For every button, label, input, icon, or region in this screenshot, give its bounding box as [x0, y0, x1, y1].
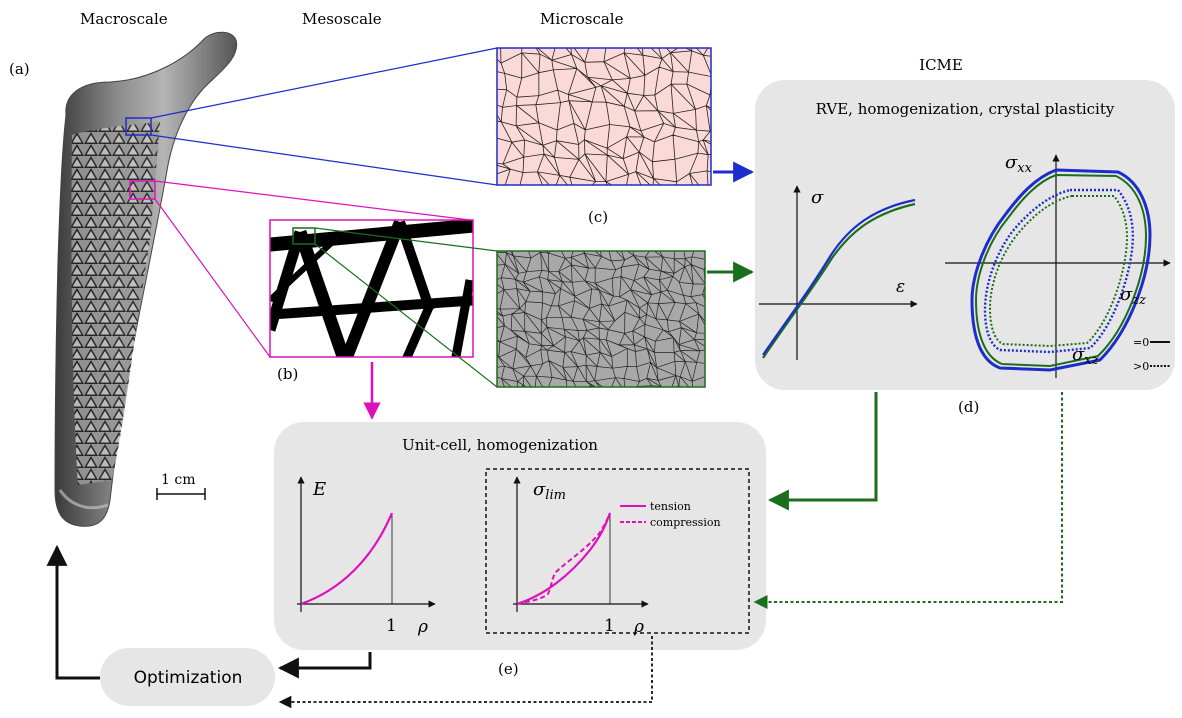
yield-surface-plot: [945, 154, 1171, 378]
panel-label-b: (b): [277, 365, 298, 383]
limit-axis-label: σlim: [533, 479, 566, 503]
hip-implant-image: [54, 31, 238, 527]
panel-label-e: (e): [498, 660, 519, 678]
icme-subtitle: RVE, homogenization, crystal plasticity: [816, 100, 1115, 118]
scale-bar: [156, 488, 206, 500]
icme-title: ICME: [919, 56, 963, 74]
legend-dotted-condition: >0: [1133, 360, 1149, 373]
stress-strain-plot: [759, 185, 918, 360]
limit-stress-plot: [513, 476, 649, 612]
legend-tension-label: tension: [650, 500, 691, 513]
macro-selection-blue: [125, 117, 152, 136]
grain-microstructure-image: [496, 47, 712, 186]
macro-selection-magenta: [129, 180, 156, 200]
limit-x-label: ρ: [633, 617, 644, 637]
zoom-lines-blue: [150, 47, 498, 186]
sigma-xz-legend-label: σxz: [1072, 344, 1099, 368]
grain-boundaries: [497, 48, 711, 185]
legend-compression-label: compression: [650, 516, 721, 529]
modulus-axis-label: E: [312, 479, 326, 500]
strain-axis-label: ε: [896, 277, 905, 297]
zoom-lines-magenta: [154, 180, 471, 358]
modulus-density-plot: [297, 476, 436, 612]
optimization-node[interactable]: [100, 648, 275, 706]
panel-label-d: (d): [958, 398, 979, 416]
legend-solid-condition: =0: [1133, 336, 1149, 349]
arrow-optimization-to-macroscale: [46, 544, 100, 680]
modulus-x-label: ρ: [417, 617, 428, 637]
scale-bar-label: 1 cm: [161, 472, 195, 488]
lattice-strut-image: [269, 219, 474, 358]
sigma-zz-label: σzz: [1120, 284, 1146, 308]
unit-cell-panel: [274, 422, 766, 650]
icme-panel: [755, 80, 1175, 390]
panel-label-c: (c): [588, 208, 608, 226]
arrow-green-icme-to-unitcell: [767, 392, 878, 511]
limit-x-tick: 1: [604, 616, 615, 636]
unit-cell-title: Unit-cell, homogenization: [402, 436, 598, 454]
optimization-label: Optimization: [134, 668, 243, 688]
microscale-header: Microscale: [540, 10, 624, 28]
panel-label-a: (a): [9, 60, 30, 78]
macroscale-header: Macroscale: [80, 10, 168, 28]
stress-axis-label: σ: [811, 187, 824, 208]
arrow-green-dotted-to-limit: [753, 392, 1063, 609]
modulus-x-tick: 1: [386, 616, 397, 636]
arrow-dotted-limit-to-optimization: [278, 636, 653, 709]
sigma-xx-label: σxx: [1005, 152, 1033, 176]
arrow-unitcell-to-optimization: [277, 652, 372, 679]
mesoscale-header: Mesoscale: [302, 10, 382, 28]
zoom-lines-green: [314, 227, 498, 388]
grain-microstructure-grey-image: [496, 250, 706, 388]
limit-plot-frame: [485, 468, 750, 634]
